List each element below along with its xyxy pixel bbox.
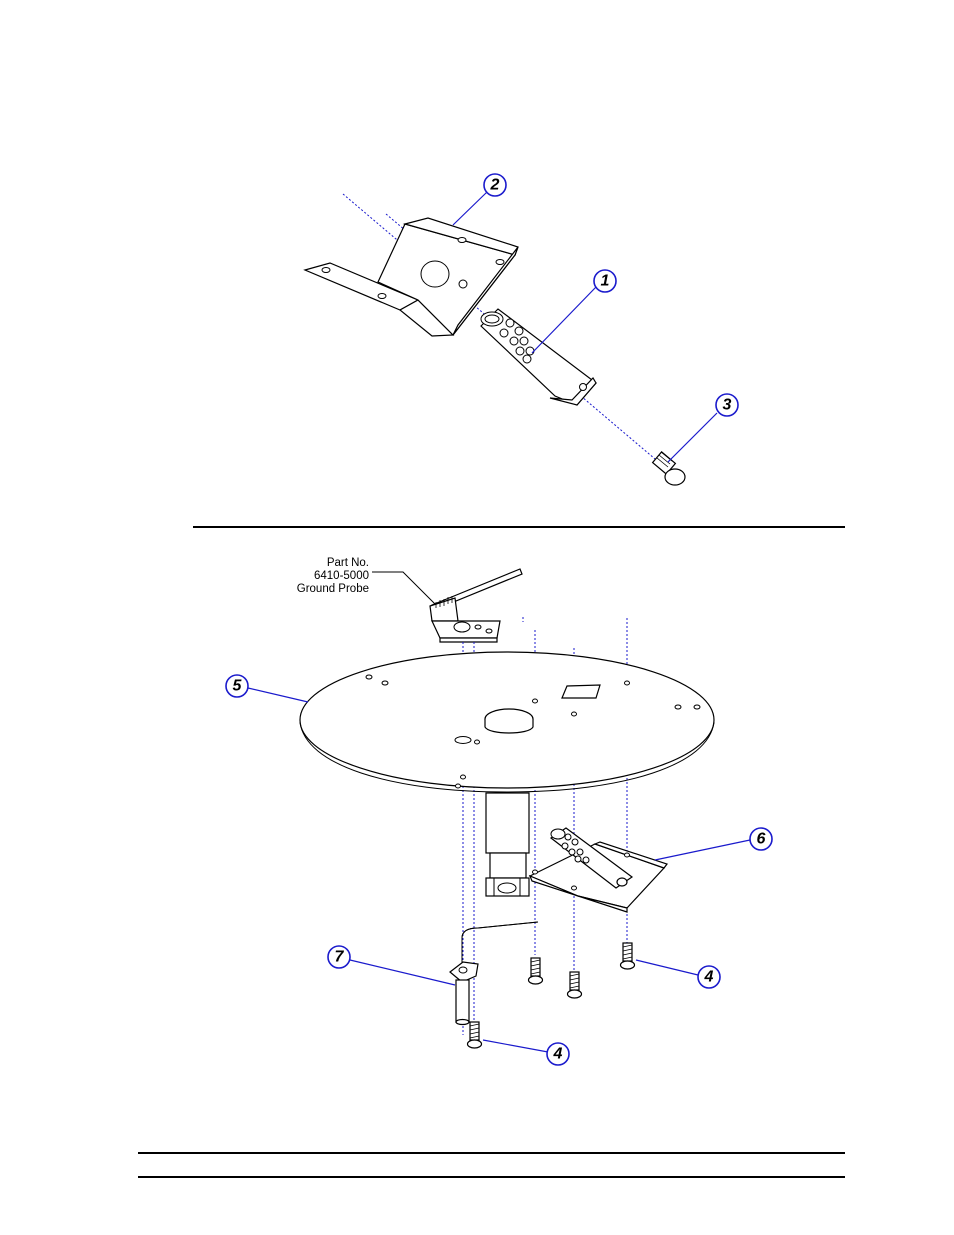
leader-4b (483, 1040, 548, 1052)
perforated-tube (481, 309, 596, 405)
screw-2 (568, 972, 582, 998)
svg-text:2: 2 (490, 177, 500, 194)
ground-probe-bottom (450, 922, 538, 1025)
callout-6: 6 (750, 828, 772, 850)
callout-7: 7 (328, 946, 350, 968)
svg-text:7: 7 (335, 949, 345, 966)
callout-2: 2 (484, 174, 506, 196)
note-line-1: Part No. (327, 557, 369, 569)
callout-4a: 4 (698, 966, 720, 988)
svg-text:6: 6 (757, 831, 766, 848)
small-bracket (530, 828, 667, 912)
screw-4 (468, 1022, 482, 1048)
note-line-3: Ground Probe (297, 583, 369, 595)
leader-7 (350, 960, 455, 985)
leader-3 (668, 413, 717, 462)
callout-4b: 4 (547, 1043, 569, 1065)
note-leader (372, 572, 437, 606)
leader-5 (248, 688, 308, 702)
note-line-2: 6410-5000 (314, 570, 369, 582)
svg-text:4: 4 (553, 1046, 563, 1063)
leader-6 (655, 840, 750, 860)
screw-3 (621, 943, 635, 969)
leader-1 (532, 287, 596, 353)
leader-4a (636, 960, 698, 975)
leader-2 (453, 192, 487, 225)
bolt-top (653, 452, 685, 485)
ground-probe-top (430, 569, 522, 642)
ground-probe-note: Part No. 6410-5000 Ground Probe (297, 557, 369, 595)
svg-text:1: 1 (601, 273, 610, 290)
disc-plate (300, 652, 714, 792)
callout-5: 5 (226, 675, 248, 697)
disc-shaft (486, 793, 529, 896)
svg-text:5: 5 (233, 678, 243, 695)
callout-1: 1 (594, 270, 616, 292)
callout-3: 3 (716, 394, 738, 416)
screw-1 (529, 958, 543, 984)
svg-text:3: 3 (723, 397, 732, 414)
svg-text:4: 4 (704, 969, 714, 986)
